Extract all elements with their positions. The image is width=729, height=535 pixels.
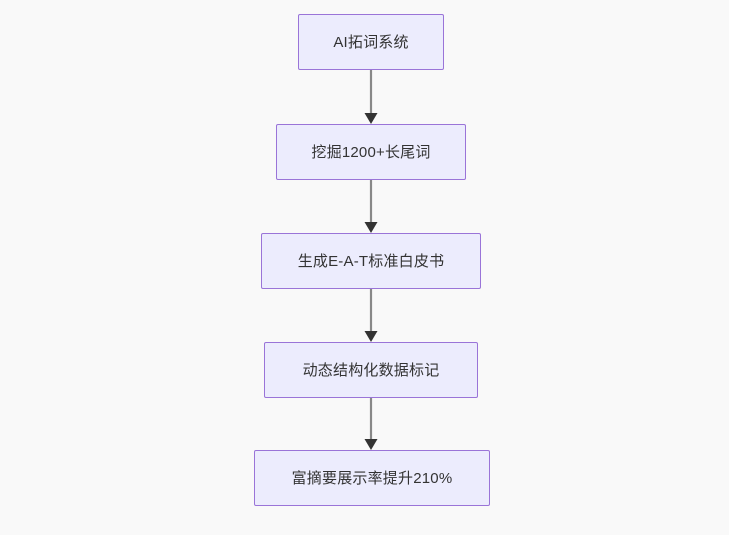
flow-node-label: 挖掘1200+长尾词 [311,143,431,161]
flow-node-mine-longtail-keywords[interactable]: 挖掘1200+长尾词 [276,124,466,180]
flow-node-dynamic-structured-data-markup[interactable]: 动态结构化数据标记 [264,342,478,398]
flow-arrow-connector [360,398,382,450]
flow-node-rich-snippet-impression-uplift[interactable]: 富摘要展示率提升210% [254,450,490,506]
flow-node-label: 富摘要展示率提升210% [291,469,453,487]
flow-node-generate-eat-whitepaper[interactable]: 生成E-A-T标准白皮书 [261,233,481,289]
flow-node-label: 动态结构化数据标记 [302,361,440,379]
flow-arrow-connector [360,289,382,342]
flow-node-label: AI拓词系统 [333,33,409,51]
flow-arrow-connector [360,70,382,124]
flow-node-label: 生成E-A-T标准白皮书 [297,252,445,270]
flow-node-ai-keyword-system[interactable]: AI拓词系统 [298,14,444,70]
flow-arrow-connector [360,180,382,233]
